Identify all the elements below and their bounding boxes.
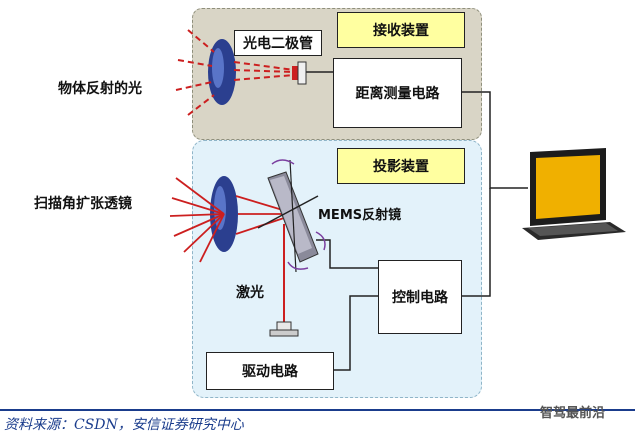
receiver-title-box: 接收装置	[337, 12, 465, 48]
distance-to-laptop-line	[462, 91, 528, 189]
mems-mirror-icon	[257, 159, 326, 273]
reflected-rays	[175, 29, 295, 116]
control-to-drive-line	[334, 295, 378, 371]
mems-label: MEMS反射镜	[318, 208, 402, 223]
drive-circuit-box: 驱动电路	[206, 352, 334, 390]
distance-circuit-box: 距离测量电路	[333, 58, 462, 128]
receiver-lens-icon	[208, 39, 236, 105]
source-caption: 资料来源：CSDN，安信证券研究中心	[4, 417, 244, 433]
projector-title-box: 投影装置	[337, 148, 465, 184]
photodiode-icon	[292, 61, 307, 85]
control-to-mirror-line	[316, 239, 378, 269]
scan-lens-label: 扫描角扩张透镜	[34, 196, 132, 212]
brand-watermark: 智驾最前沿	[540, 406, 606, 421]
photodiode-box: 光电二极管	[234, 30, 322, 56]
control-circuit-box: 控制电路	[378, 260, 462, 334]
reflected-light-label: 物体反射的光	[58, 81, 142, 97]
connector-lines	[306, 71, 528, 371]
laser-label: 激光	[236, 285, 264, 301]
control-to-laptop-line	[462, 188, 491, 297]
caption-divider	[0, 409, 635, 411]
laptop-icon	[522, 148, 626, 240]
laser-source-icon	[269, 321, 299, 337]
